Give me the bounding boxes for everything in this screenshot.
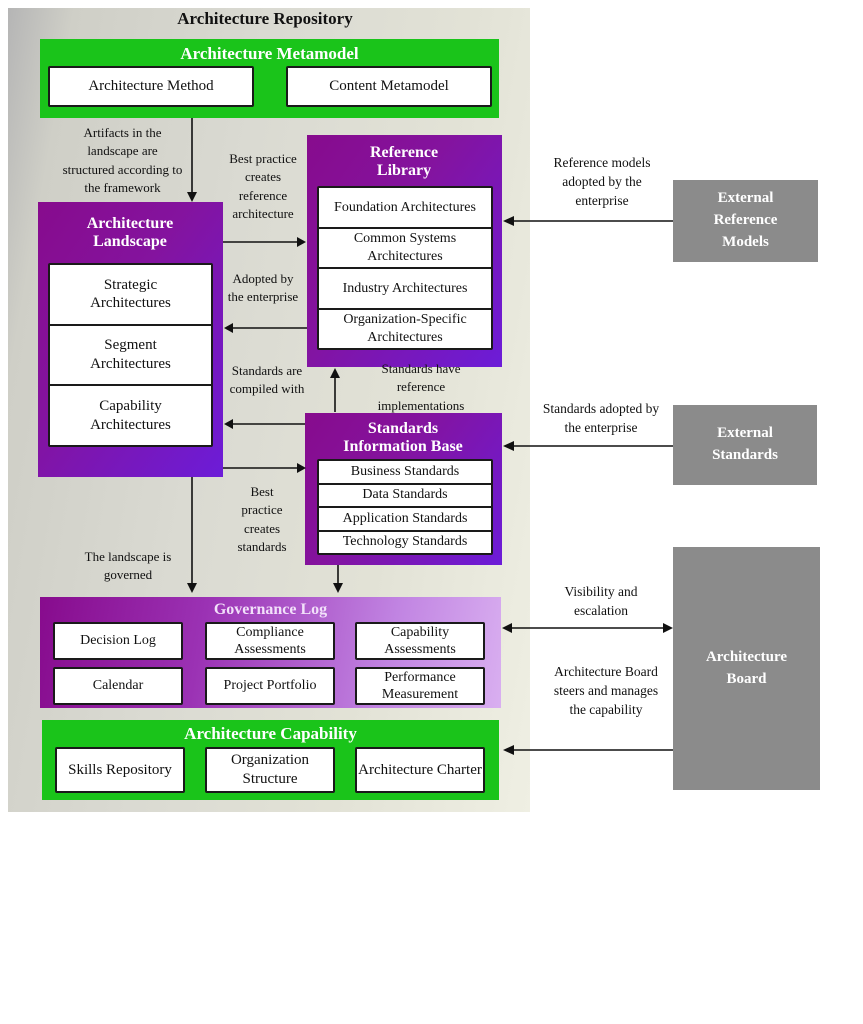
note-board-steers: Architecture Board steers and manages th… xyxy=(553,664,659,718)
note-standards-compiled: Standards are compiled with xyxy=(229,363,305,397)
standards-information-base-title: Standards Information Base xyxy=(343,420,463,456)
technology-standards-box: Technology Standards xyxy=(319,529,491,554)
reference-library-title: Reference Library xyxy=(369,144,439,180)
architecture-method-box: Architecture Method xyxy=(48,66,254,107)
segment-architectures-box: Segment Architectures xyxy=(50,323,211,385)
compliance-assessments-box: Compliance Assessments xyxy=(205,622,335,660)
architecture-board-box: Architecture Board xyxy=(673,547,820,790)
note-visibility-escalation: Visibility and escalation xyxy=(564,584,638,619)
content-metamodel-box: Content Metamodel xyxy=(286,66,492,107)
foundation-architectures-box: Foundation Architectures xyxy=(334,199,476,215)
calendar-box: Calendar xyxy=(53,667,183,705)
note-artifacts-structured: Artifacts in the landscape are structure… xyxy=(62,125,183,196)
industry-architectures-box: Industry Architectures xyxy=(319,267,491,308)
standards-information-base-box: Standards Information Base Business Stan… xyxy=(305,413,502,565)
strategic-architectures-box: Strategic Architectures xyxy=(90,276,171,312)
capability-architectures-box: Capability Architectures xyxy=(50,384,211,445)
reference-library-items: Foundation Architectures Common Systems … xyxy=(317,186,493,350)
standards-base-items: Business Standards Data Standards Applic… xyxy=(317,459,493,555)
architecture-landscape-title: Architecture Landscape xyxy=(86,215,174,251)
external-standards-box: External Standards xyxy=(673,405,817,485)
performance-measurement-box: Performance Measurement xyxy=(355,667,485,705)
note-standards-adopted: Standards adopted by the enterprise xyxy=(542,401,660,436)
organization-specific-architectures-box: Organization-Specific Architectures xyxy=(319,307,491,349)
application-standards-box: Application Standards xyxy=(319,506,491,530)
governance-log-title: Governance Log xyxy=(213,601,328,618)
note-standards-have-reference: Standards have reference implementations xyxy=(377,361,465,413)
note-best-practice-reference: Best practice creates reference architec… xyxy=(229,151,297,222)
project-portfolio-box: Project Portfolio xyxy=(205,667,335,705)
governance-log-box: Governance Log Decision Log Compliance A… xyxy=(40,597,501,708)
note-best-practice-standards: Best practice creates standards xyxy=(237,484,287,555)
reference-library-box: Reference Library Foundation Architectur… xyxy=(307,135,502,367)
architecture-charter-box: Architecture Charter xyxy=(355,747,485,793)
note-adopted-by-enterprise: Adopted by the enterprise xyxy=(227,271,299,305)
note-reference-models-adopted: Reference models adopted by the enterpri… xyxy=(553,155,651,209)
architecture-metamodel-title: Architecture Metamodel xyxy=(180,44,359,63)
decision-log-box: Decision Log xyxy=(53,622,183,660)
external-reference-models-box: External Reference Models xyxy=(673,180,818,262)
architecture-landscape-box: Architecture Landscape Strategic Archite… xyxy=(38,202,223,477)
organization-structure-box: Organization Structure xyxy=(205,747,335,793)
architecture-capability-box: Architecture Capability Skills Repositor… xyxy=(42,720,499,800)
page-title: Architecture Repository xyxy=(177,9,353,28)
data-standards-box: Data Standards xyxy=(319,482,491,507)
external-standards-label: External Standards xyxy=(712,425,778,463)
capability-assessments-box: Capability Assessments xyxy=(355,622,485,660)
external-reference-models-label: External Reference Models xyxy=(713,190,778,250)
note-landscape-governed: The landscape is governed xyxy=(84,549,172,583)
architecture-capability-title: Architecture Capability xyxy=(184,724,357,743)
business-standards-box: Business Standards xyxy=(350,463,460,479)
architecture-board-label: Architecture Board xyxy=(705,648,788,687)
common-systems-architectures-box: Common Systems Architectures xyxy=(319,226,491,268)
architecture-metamodel-box: Architecture Metamodel Architecture Meth… xyxy=(40,39,499,118)
skills-repository-box: Skills Repository xyxy=(55,747,185,793)
landscape-items: Strategic Architectures Segment Architec… xyxy=(48,263,213,447)
